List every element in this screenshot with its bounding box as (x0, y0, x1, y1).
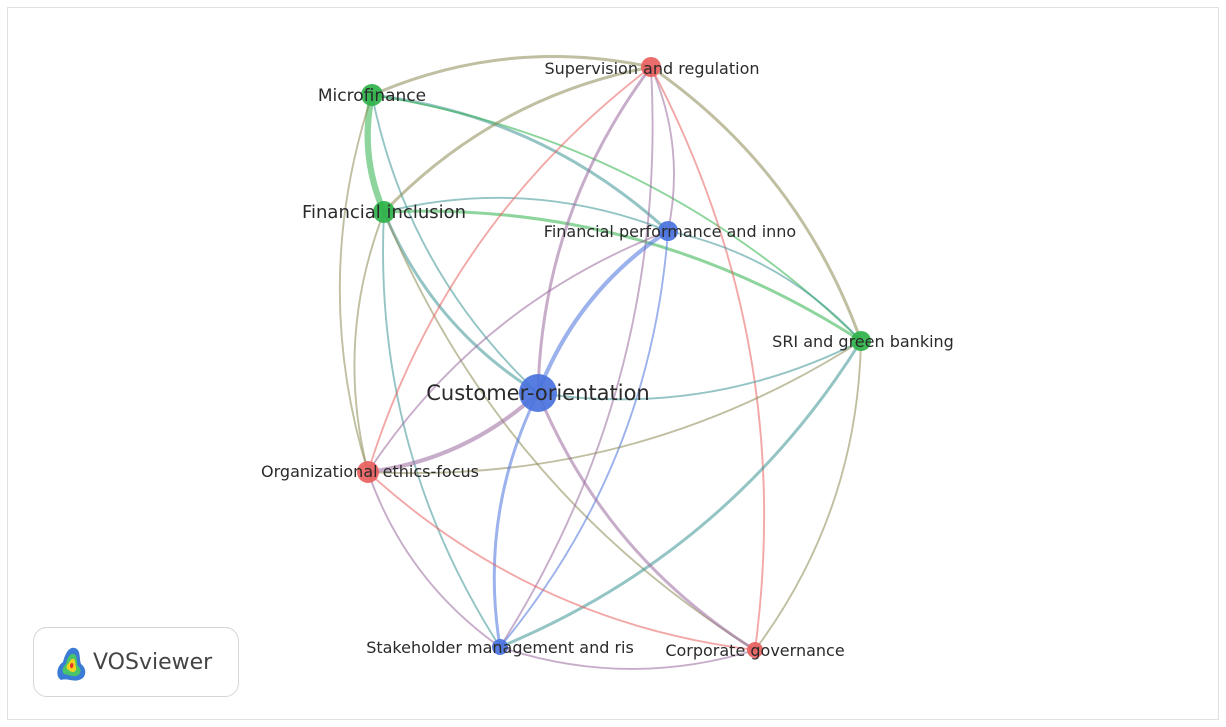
link-supervision-sri[interactable] (649, 65, 863, 343)
link-supervision-orgethics[interactable] (367, 66, 652, 473)
link-fininc-sri[interactable] (382, 209, 863, 343)
node-label-fininc[interactable]: Financial inclusion (302, 202, 466, 223)
node-microfinance[interactable] (361, 84, 383, 106)
node-label-sri[interactable]: SRI and green banking (772, 332, 954, 351)
node-supervision[interactable] (641, 57, 661, 77)
node-label-microfinance[interactable]: Microfinance (318, 86, 426, 106)
link-supervision-corpgov[interactable] (650, 66, 766, 651)
link-finperf-stake[interactable] (499, 230, 669, 648)
node-corpgov[interactable] (747, 642, 763, 658)
vosviewer-logo-icon (57, 647, 86, 681)
node-customer[interactable] (519, 374, 557, 412)
link-microfinance-customer[interactable] (371, 94, 539, 394)
link-fininc-orgethics[interactable] (353, 211, 385, 473)
link-supervision-finperf[interactable] (650, 66, 675, 232)
link-fininc-customer[interactable] (382, 210, 540, 395)
node-label-customer[interactable]: Customer-orientation (426, 381, 650, 405)
node-fininc[interactable] (373, 201, 395, 223)
link-supervision-stake[interactable] (499, 66, 654, 648)
link-customer-orgethics[interactable] (365, 390, 541, 475)
link-fininc-supervision[interactable] (382, 65, 653, 214)
link-sri-corpgov[interactable] (754, 340, 862, 651)
links-layer (338, 54, 863, 670)
link-fininc-stake[interactable] (382, 211, 501, 648)
node-orgethics[interactable] (357, 461, 379, 483)
node-label-supervision[interactable]: Supervision and regulation (544, 59, 759, 78)
link-supervision-customer[interactable] (536, 65, 653, 395)
vosviewer-badge: VOSviewer (33, 627, 239, 697)
nodes-layer (357, 57, 871, 658)
link-microfinance-supervision[interactable] (370, 54, 653, 97)
link-sri-stake[interactable] (498, 339, 863, 649)
node-finperf[interactable] (658, 221, 678, 241)
link-microfinance-fininc[interactable] (364, 91, 388, 216)
link-fininc-corpgov[interactable] (383, 211, 756, 651)
link-stake-corpgov[interactable] (499, 646, 756, 670)
brand-name: VOSviewer (93, 649, 213, 675)
link-finperf-sri[interactable] (667, 230, 862, 342)
node-label-stake[interactable]: Stakeholder management and ris (366, 638, 634, 657)
node-label-corpgov[interactable]: Corporate governance (665, 641, 844, 660)
link-customer-stake[interactable] (492, 391, 540, 649)
node-stake[interactable] (492, 639, 508, 655)
node-sri[interactable] (851, 331, 871, 351)
link-customer-corpgov[interactable] (536, 391, 757, 652)
node-label-finperf[interactable]: Financial performance and inno (544, 222, 796, 241)
link-orgethics-corpgov[interactable] (367, 471, 756, 651)
link-finperf-customer[interactable] (535, 228, 671, 396)
link-finperf-orgethics[interactable] (367, 230, 669, 473)
labels-layer: Customer-orientation Financial performanc… (261, 59, 954, 660)
link-sri-customer[interactable] (537, 340, 862, 401)
link-microfinance-orgethics[interactable] (338, 94, 373, 473)
link-sri-orgethics[interactable] (367, 340, 862, 475)
node-label-orgethics[interactable]: Organizational ethics-focus (261, 462, 479, 481)
link-fininc-finperf[interactable] (383, 196, 669, 232)
link-orgethics-stake[interactable] (367, 471, 501, 648)
